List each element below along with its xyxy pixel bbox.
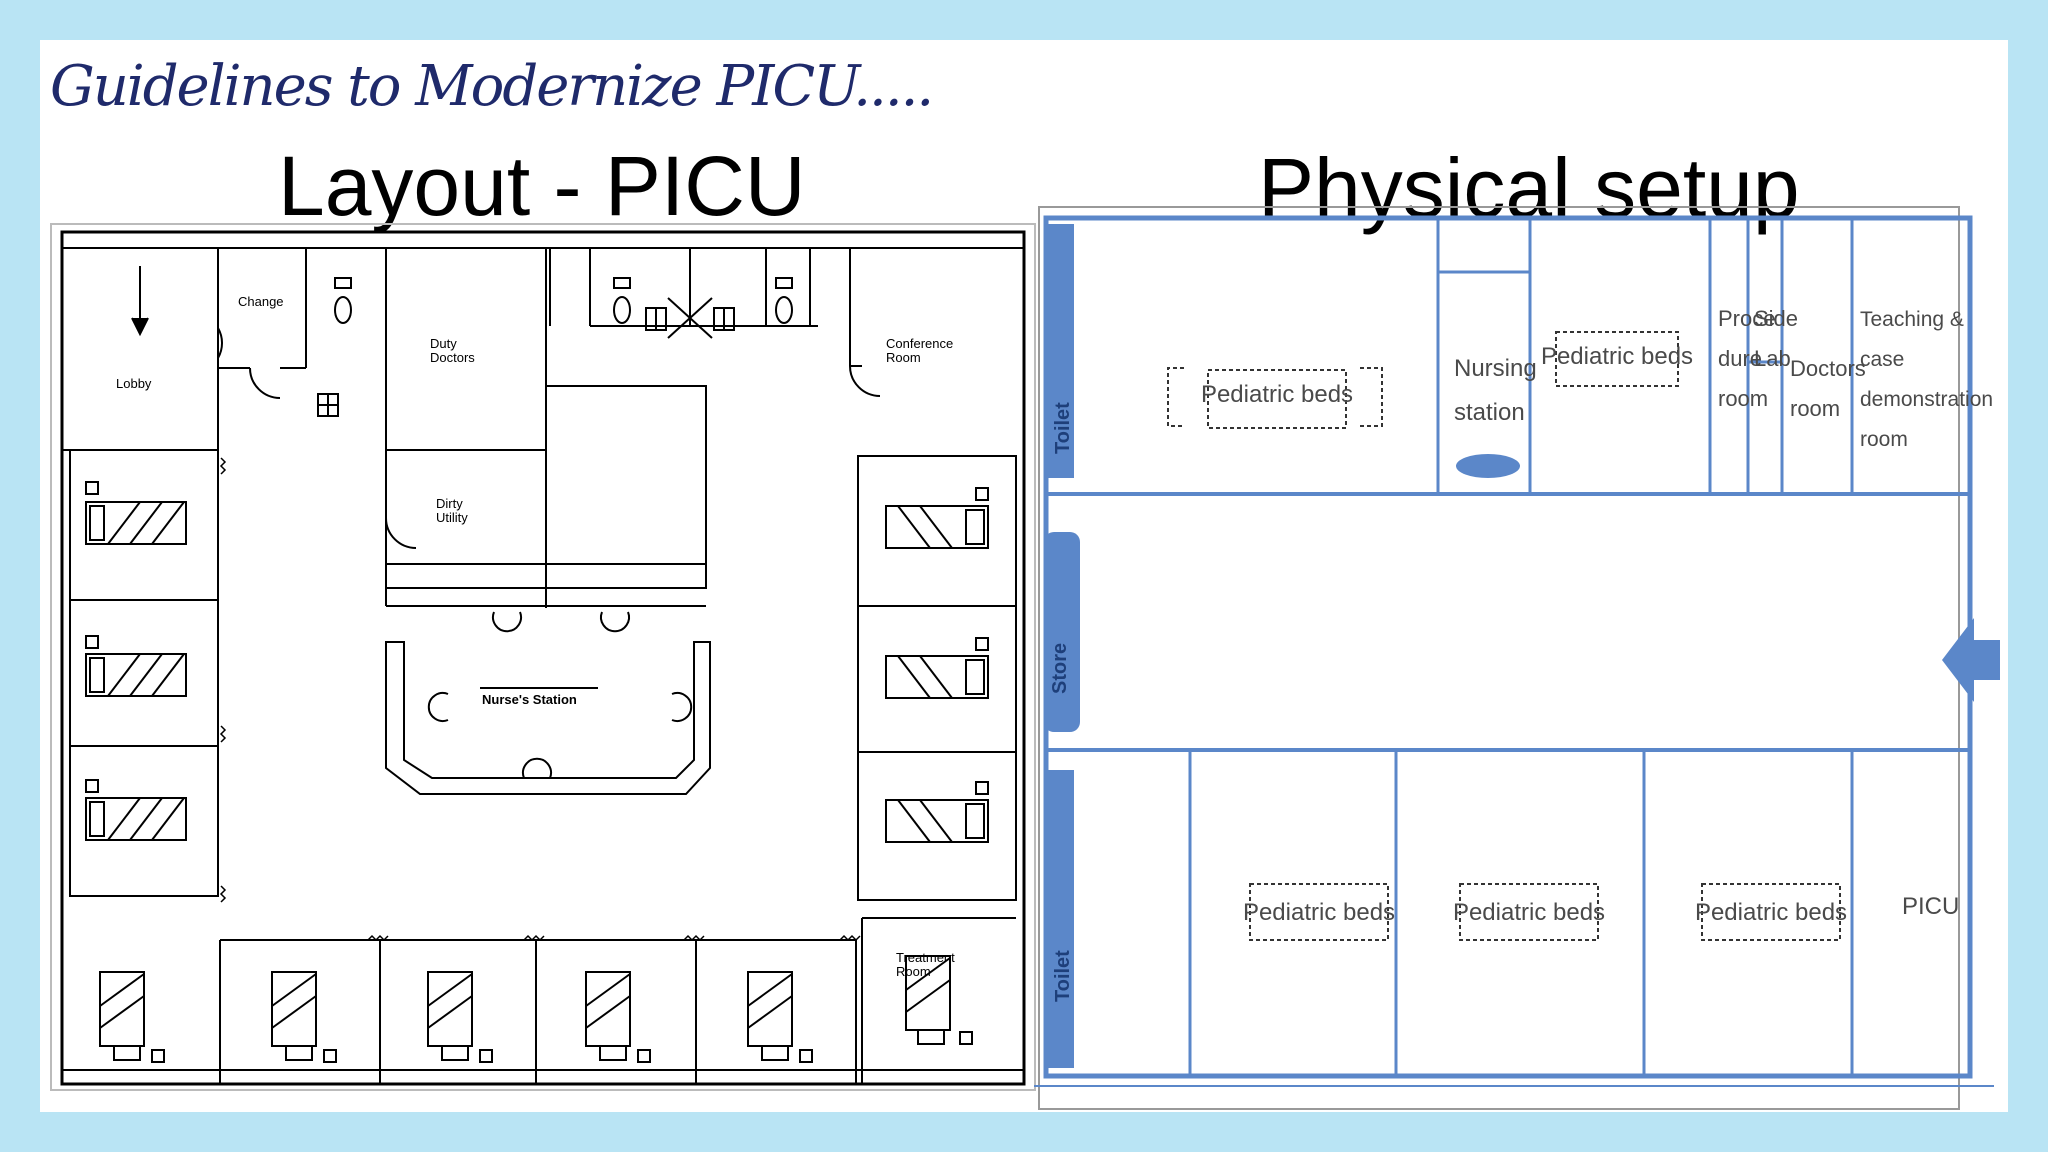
- teaching-label-2: case: [1860, 348, 1904, 371]
- room-label-treatment-room: Room: [896, 964, 931, 979]
- bed-treatment: [905, 955, 973, 1045]
- picu-floor-plan: Lobby Change Duty Doctors Conference Roo…: [50, 223, 1036, 1091]
- room-label-treatment: Treatment: [896, 950, 955, 965]
- bed-left-2: [85, 635, 187, 697]
- slide-title: Guidelines to Modernize PICU.....: [50, 54, 934, 119]
- teaching-label-1: Teaching &: [1860, 308, 1964, 331]
- slide: Guidelines to Modernize PICU..... Layout…: [40, 40, 2008, 1112]
- layout-heading: Layout - PICU: [278, 139, 806, 233]
- doctors-label-2: room: [1790, 396, 1840, 421]
- top-bed-box-2: [1555, 331, 1679, 387]
- entrance-arrow: [1942, 618, 2000, 702]
- room-label-dirty: Dirty: [436, 496, 463, 511]
- plan-frame: [50, 223, 1036, 1091]
- bottom-bed-label-2: Pediatric beds: [1453, 899, 1605, 926]
- outer-wall: [60, 230, 1026, 1086]
- room-label-doctors: Doctors: [430, 350, 475, 365]
- nursing-station-desk: [1456, 454, 1520, 478]
- toilet-top-label: Toilet: [1052, 402, 1074, 454]
- top-bed-label-1: Pediatric beds: [1201, 381, 1353, 408]
- bed-right-1: [885, 487, 989, 549]
- nursing-label-2: station: [1454, 399, 1525, 426]
- bottom-bed-box-1: [1249, 883, 1389, 941]
- bed-bottom-1: [99, 971, 165, 1063]
- toilet-bottom-panel: [1048, 770, 1074, 1068]
- room-label-lobby: Lobby: [116, 376, 152, 391]
- toilet-top-panel: [1048, 224, 1074, 478]
- bottom-bed-label-1: Pediatric beds: [1243, 899, 1395, 926]
- side-lab-label-2: Lab: [1754, 346, 1791, 371]
- procedure-label-1: Proce: [1718, 306, 1775, 331]
- room-label-conference: Conference: [886, 336, 953, 351]
- room-label-utility: Utility: [436, 510, 468, 525]
- physical-setup-plan: Toilet Store Toilet Pediatric beds Nursi…: [1034, 206, 2000, 1110]
- procedure-label-2: dure: [1718, 346, 1762, 371]
- setup-frame: [1038, 206, 1960, 1110]
- bed-bottom-5: [747, 971, 813, 1063]
- room-label-duty: Duty: [430, 336, 457, 351]
- bottom-bed-box-2: [1459, 883, 1599, 941]
- side-lab-label-1: Side: [1754, 306, 1798, 331]
- bottom-bed-label-3: Pediatric beds: [1695, 899, 1847, 926]
- doctors-label-1: Doctors: [1790, 356, 1866, 381]
- bed-left-3: [85, 779, 187, 841]
- bed-bottom-4: [585, 971, 651, 1063]
- setup-outer: [1043, 215, 1973, 1079]
- hatched-beds: [85, 481, 989, 1063]
- bottom-bed-box-3: [1701, 883, 1841, 941]
- bed-bottom-3: [427, 971, 493, 1063]
- bed-right-3: [885, 781, 989, 843]
- picu-label: PICU: [1902, 893, 1959, 920]
- bed-right-2: [885, 637, 989, 699]
- store-label: Store: [1049, 643, 1071, 694]
- store-panel: [1044, 532, 1080, 732]
- top-bed-label-2: Pediatric beds: [1541, 343, 1693, 370]
- nursing-label-1: Nursing: [1454, 355, 1537, 382]
- bed-bottom-2: [271, 971, 337, 1063]
- room-label-conference-room: Room: [886, 350, 921, 365]
- room-label-change: Change: [238, 294, 284, 309]
- toilet-bottom-label: Toilet: [1052, 950, 1074, 1002]
- room-label-nurses-station: Nurse's Station: [482, 692, 577, 707]
- bed-left-1: [85, 481, 187, 545]
- teaching-label-4: room: [1860, 428, 1908, 451]
- teaching-label-3: demonstration: [1860, 388, 1993, 411]
- procedure-label-3: room: [1718, 386, 1768, 411]
